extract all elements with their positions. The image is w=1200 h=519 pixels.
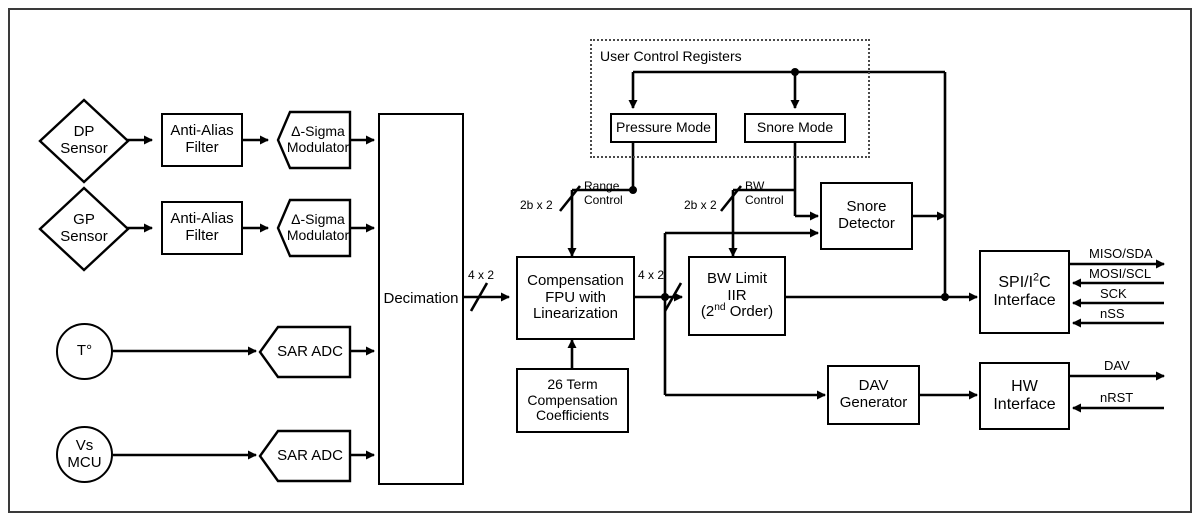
coefficients-line2: Compensation	[527, 391, 618, 408]
delta-sigma-modulator-1-shape	[276, 110, 352, 170]
junction-dot-pressure	[629, 186, 637, 194]
junction-dot-snore	[791, 68, 799, 76]
compensation-fpu-line2: FPU with	[545, 288, 606, 306]
range-control-label: Range Control	[584, 179, 623, 207]
bw-limit-line3: (2nd Order)	[700, 302, 774, 321]
bw-limit-line2: IIR	[727, 286, 747, 304]
dav-generator-block: DAV Generator	[827, 365, 920, 425]
bw-control-label: BW Control	[745, 179, 784, 207]
signal-label-dav: DAV	[1104, 358, 1130, 373]
bw-bits-label: 2b x 2	[684, 198, 717, 212]
decimation-block: Decimation	[378, 113, 464, 485]
spi-i2c-line1: SPI/I2C	[998, 271, 1051, 292]
bw-limit-line1: BW Limit	[707, 269, 767, 287]
signal-label-nrst: nRST	[1100, 390, 1134, 405]
sar-adc-2-shape	[258, 429, 352, 483]
coefficients-line1: 26 Term	[547, 375, 598, 392]
dp-sensor-shape	[38, 98, 130, 184]
diagram-outer-frame	[8, 8, 1192, 513]
delta-sigma-modulator-2-shape	[276, 198, 352, 258]
compensation-fpu-block: Compensation FPU with Linearization	[516, 256, 635, 340]
anti-alias-filter-1: Anti-Alias Filter	[161, 113, 243, 167]
user-control-registers-group	[590, 39, 870, 158]
signal-label-mosi-scl: MOSI/SCL	[1089, 266, 1152, 281]
i2c-superscript: 2	[1033, 271, 1040, 284]
bw-limit-ordinal-sup: nd	[714, 302, 726, 314]
spi-i2c-line2: Interface	[993, 292, 1056, 309]
snore-mode-register[interactable]: Snore Mode	[744, 113, 846, 143]
decimation-out-bus-label: 4 x 2	[468, 268, 495, 282]
junction-dot-fpu-out	[661, 293, 669, 301]
vs-mcu-sensor: Vs MCU	[56, 426, 113, 483]
fpu-out-bus-label: 4 x 2	[638, 268, 665, 282]
spi-i2c-interface-block: SPI/I2C Interface	[979, 250, 1070, 334]
gp-sensor-shape	[38, 186, 130, 272]
pressure-mode-register[interactable]: Pressure Mode	[610, 113, 717, 143]
compensation-fpu-line3: Linearization	[532, 305, 619, 323]
anti-alias-filter-2: Anti-Alias Filter	[161, 201, 243, 255]
sar-adc-1-shape	[258, 325, 352, 379]
coefficients-line3: Coefficients	[536, 407, 609, 424]
signal-label-sck: SCK	[1100, 286, 1127, 301]
junction-dot-spi	[941, 293, 949, 301]
temperature-sensor: T°	[56, 323, 113, 380]
signal-label-miso-sda: MISO/SDA	[1089, 246, 1153, 261]
signal-label-nss: nSS	[1100, 306, 1125, 321]
hw-interface-block: HW Interface	[979, 362, 1070, 430]
snore-detector-block: Snore Detector	[820, 182, 913, 250]
compensation-coefficients-block: 26 Term Compensation Coefficients	[516, 368, 629, 433]
user-control-registers-title: User Control Registers	[600, 48, 742, 64]
bw-limit-iir-block: BW Limit IIR (2nd Order)	[688, 256, 786, 336]
compensation-fpu-line1: Compensation	[527, 271, 624, 289]
range-bits-label: 2b x 2	[520, 198, 553, 212]
